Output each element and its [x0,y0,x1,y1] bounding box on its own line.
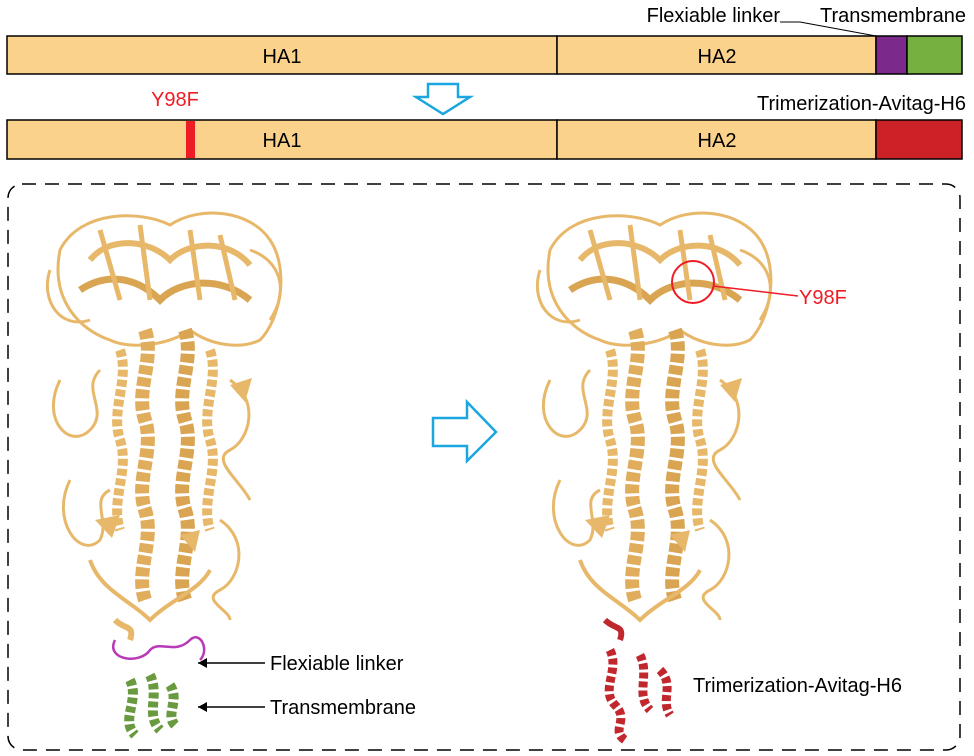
ha1-label: HA1 [263,46,302,68]
tm-helix-coil [112,617,135,641]
trimerization-segment [875,119,963,160]
transmembrane-label: Transmembrane [820,5,966,27]
ha1-segment-mutant [6,119,558,160]
trimerization-region [604,647,675,744]
construct-mutant: HA1 HA2 [6,119,963,160]
construct-wildtype: HA1 HA2 [6,35,963,75]
trimerization-label: Trimerization-Avitag-H6 [757,93,966,115]
ha2-segment-mutant [556,119,877,160]
right-arrow-icon [431,398,498,465]
ha2-label: HA2 [698,46,737,68]
linker-pointer-head [198,658,207,668]
tm-pointer-head [198,702,207,712]
linker-leader-line-2 [799,21,877,37]
ha2-segment [556,35,877,75]
y98f-pointer [712,285,799,297]
flexible-linker-region [112,636,206,661]
y98f-marker [186,121,195,158]
flexible-linker-annotation: Flexiable linker [270,653,404,675]
structure-panel [7,183,961,751]
y98f-annotation: Y98F [799,287,847,309]
mutation-label-top: Y98F [151,89,199,111]
transmembrane-annotation: Transmembrane [270,697,416,719]
trimerization-annotation: Trimerization-Avitag-H6 [693,675,902,697]
ha1-segment [6,35,558,75]
down-arrow-icon [411,82,475,116]
ha2-label-mutant: HA2 [698,130,737,152]
y98f-site-circle [671,260,715,304]
transmembrane-region [124,672,180,739]
structure-wildtype: Flexiable linker Transmembrane [47,213,416,739]
structure-mutant: Y98F Trimerization-Avitag-H6 [537,213,902,744]
ha1-label-mutant: HA1 [263,130,302,152]
trimer-coil [602,617,625,641]
flexible-linker-label: Flexiable linker [647,5,781,27]
transmembrane-segment [906,35,963,75]
flexible-linker-segment [875,35,908,75]
